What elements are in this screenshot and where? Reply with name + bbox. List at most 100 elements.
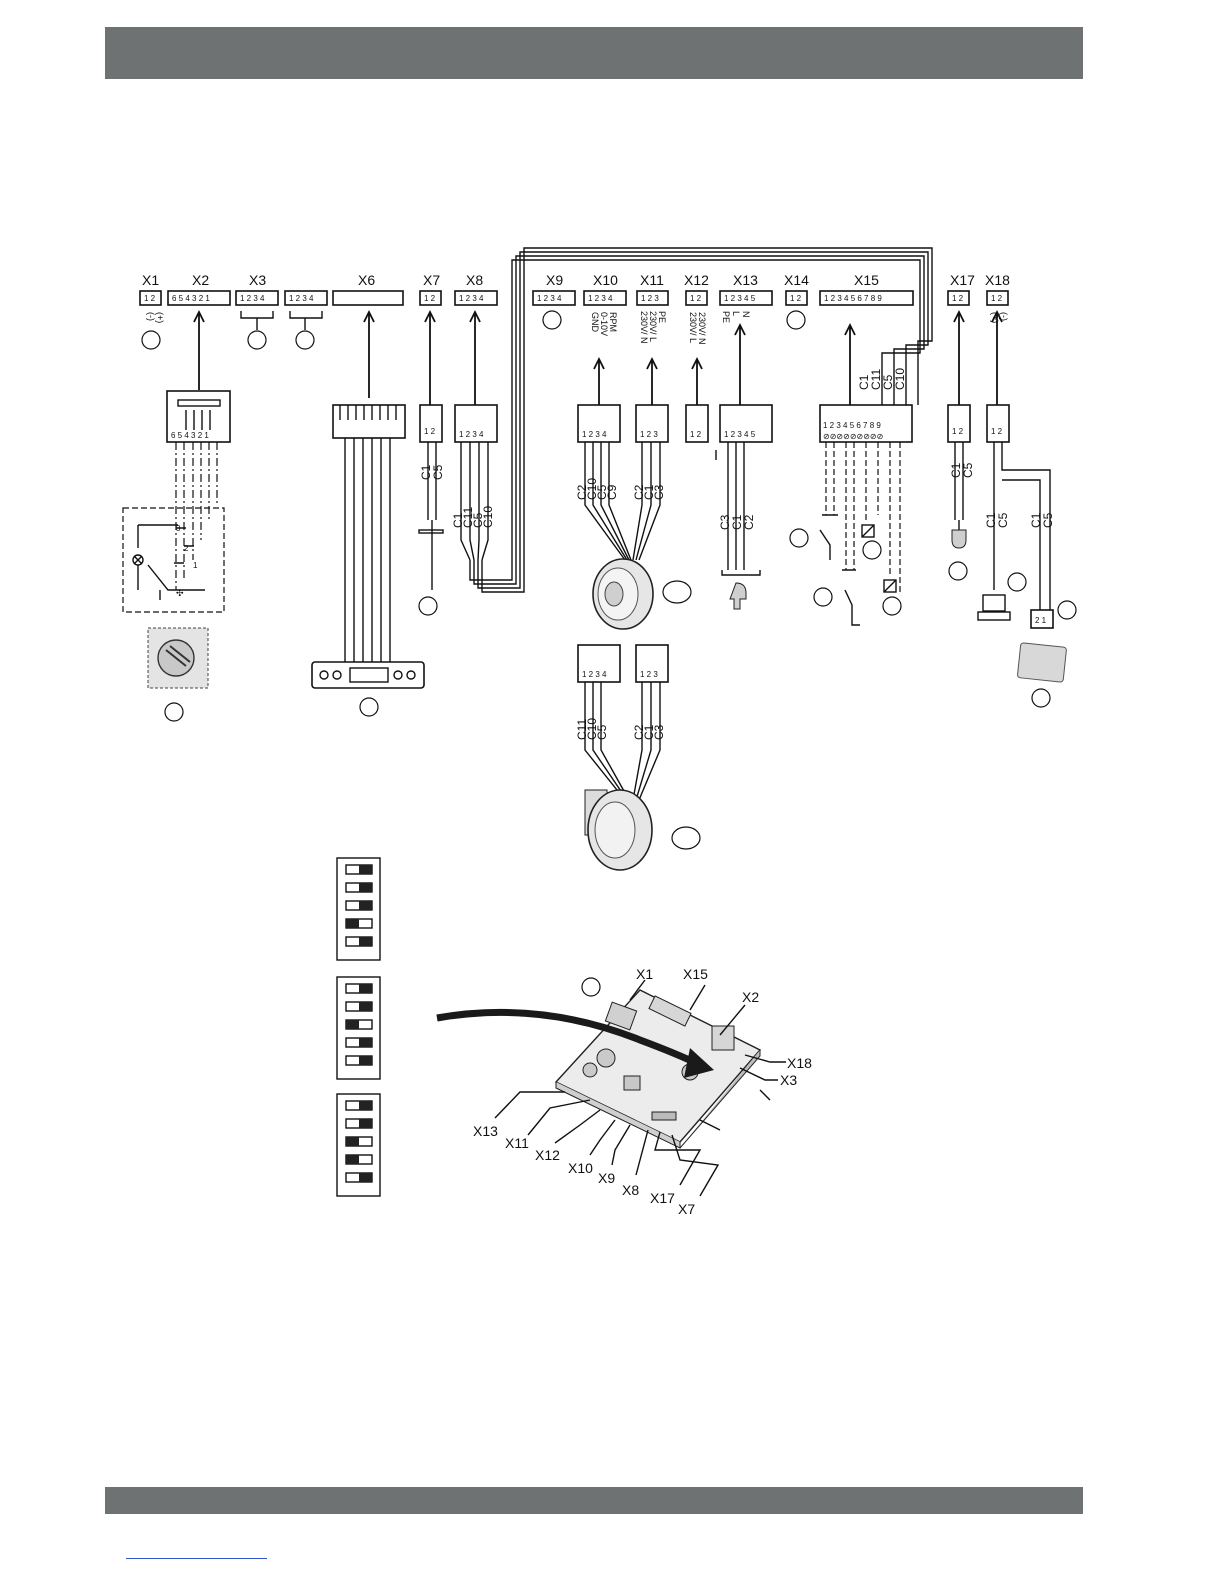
signal-230v-n: 230V/ N bbox=[639, 311, 649, 344]
svg-text:2: 2 bbox=[184, 544, 189, 553]
connector-pins: 1 2 bbox=[952, 294, 964, 303]
connector-pins: 1 2 3 4 bbox=[240, 294, 265, 303]
connector-label: X12 bbox=[684, 272, 709, 288]
dip-switch-group-2 bbox=[336, 976, 381, 1080]
connector-pins: 1 2 3 4 bbox=[459, 294, 484, 303]
cable-c1: C1 bbox=[984, 512, 998, 528]
cable-c11: C11 bbox=[461, 507, 475, 528]
connector-label: X18 bbox=[985, 272, 1010, 288]
cable-c1: C1 bbox=[451, 512, 465, 528]
fan-1: 1 2 3 4 1 2 3 C2 C10 C5 C9 C2 C1 C3 bbox=[575, 404, 669, 630]
signal-0-10v: 0-10V bbox=[599, 312, 609, 336]
connector-label: X10 bbox=[593, 272, 618, 288]
cable-c3: C3 bbox=[652, 484, 666, 500]
cable-loop-x8-x15: C1 C11 C5 C10 bbox=[469, 247, 933, 593]
cable-c2: C2 bbox=[632, 724, 646, 740]
x8-plug: 1 2 3 4 C1 C11 C5 C10 bbox=[451, 404, 498, 561]
connector-x1: X1 1 2 (-) (+) bbox=[139, 272, 165, 323]
connector-x17: X17 1 2 bbox=[947, 272, 975, 306]
cable-c10: C10 bbox=[481, 506, 495, 528]
svg-text:1 2: 1 2 bbox=[690, 430, 702, 439]
cable-c5: C5 bbox=[595, 484, 609, 500]
cable-c1: C1 bbox=[1029, 512, 1043, 528]
signal-gnd: GND bbox=[590, 312, 600, 333]
cable-c11: C11 bbox=[575, 719, 589, 740]
x7-sensor: 1 2 C1 C5 bbox=[418, 404, 445, 590]
connection-arrows bbox=[193, 309, 1003, 405]
connector-x10: X10 1 2 3 4 GND 0-10V RPM bbox=[583, 272, 627, 336]
svg-text:1 2 3 4: 1 2 3 4 bbox=[459, 430, 484, 439]
cable-c1: C1 bbox=[419, 464, 433, 480]
cable-c1: C1 bbox=[949, 462, 963, 478]
connector-label: X17 bbox=[950, 272, 975, 288]
signal-230v-l: 230V/ L bbox=[648, 311, 658, 342]
signal-x1-minus: (-) bbox=[146, 312, 156, 321]
connector-pins: 1 2 3 4 5 bbox=[724, 294, 756, 303]
board-label-x8: X8 bbox=[622, 1182, 639, 1198]
board-label-x17: X17 bbox=[650, 1190, 675, 1206]
cable-c11: C11 bbox=[869, 369, 883, 390]
cable-c2: C2 bbox=[632, 484, 646, 500]
cable-c5: C5 bbox=[595, 724, 609, 740]
cable-c5: C5 bbox=[431, 464, 445, 480]
signal-230v-l: 230V/ L bbox=[688, 312, 698, 343]
connector-x6: X6 bbox=[332, 272, 404, 306]
connector-x15: X15 1 2 3 4 5 6 7 8 9 bbox=[819, 272, 914, 306]
cable-c5: C5 bbox=[1041, 512, 1055, 528]
connector-label: X3 bbox=[249, 272, 266, 288]
svg-text:1 2 3: 1 2 3 bbox=[640, 670, 658, 679]
signal-x1-plus: (+) bbox=[155, 312, 165, 323]
svg-text:1 2: 1 2 bbox=[424, 427, 436, 436]
signal-minus: (-) bbox=[999, 312, 1009, 321]
svg-text:1 2: 1 2 bbox=[952, 427, 964, 436]
connector-x3b: 1 2 3 4 bbox=[284, 290, 328, 330]
connector-label: X9 bbox=[546, 272, 563, 288]
svg-text:1 2 3 4 5 6 7 8 9: 1 2 3 4 5 6 7 8 9 bbox=[823, 421, 881, 430]
dip-switch-group-1 bbox=[336, 857, 381, 961]
signal-rpm: RPM bbox=[608, 312, 618, 332]
connector-x13: X13 1 2 3 4 5 PE L N bbox=[719, 272, 773, 323]
x17-device: 1 2 C1 C5 bbox=[947, 404, 975, 549]
board-label-x9: X9 bbox=[598, 1170, 615, 1186]
svg-text:3: 3 bbox=[176, 524, 181, 533]
reference-circles bbox=[141, 310, 1077, 997]
board-label-x11: X11 bbox=[505, 1135, 529, 1151]
svg-text:⊘⊘⊘⊘⊘⊘⊘⊘⊘: ⊘⊘⊘⊘⊘⊘⊘⊘⊘ bbox=[823, 432, 883, 441]
connector-x12: X12 1 2 230V/ L 230V/ N bbox=[684, 272, 709, 345]
connector-pins: 1 2 bbox=[144, 294, 156, 303]
cable-c1: C1 bbox=[857, 374, 871, 390]
cable-c1: C1 bbox=[642, 724, 656, 740]
connector-label: X8 bbox=[466, 272, 483, 288]
connector-label: X11 bbox=[640, 272, 664, 288]
svg-text:1 2: 1 2 bbox=[991, 427, 1003, 436]
board-label-x13: X13 bbox=[473, 1123, 498, 1139]
svg-text:1: 1 bbox=[193, 561, 198, 570]
connector-pins: 1 2 bbox=[991, 294, 1003, 303]
connector-x9: X9 1 2 3 4 bbox=[532, 272, 576, 306]
cable-c5: C5 bbox=[996, 512, 1010, 528]
dip-switch-group-3 bbox=[336, 1093, 381, 1197]
footer-link-underline bbox=[126, 1558, 267, 1559]
svg-text:✣: ✣ bbox=[176, 588, 184, 598]
header-bar bbox=[105, 27, 1083, 79]
cable-c2: C2 bbox=[575, 484, 589, 500]
cable-c3: C3 bbox=[718, 514, 732, 530]
board-label-x15: X15 bbox=[683, 966, 708, 982]
board-label-x18: X18 bbox=[787, 1055, 812, 1071]
cable-c5: C5 bbox=[961, 462, 975, 478]
fan-2: 1 2 3 4 1 2 3 C11 C10 C5 C2 C1 C3 bbox=[575, 644, 669, 871]
board-label-x3: X3 bbox=[780, 1072, 797, 1088]
connector-label: X1 bbox=[142, 272, 159, 288]
cable-c10: C10 bbox=[585, 718, 599, 740]
svg-text:1 2 3: 1 2 3 bbox=[640, 430, 658, 439]
signal-pe: PE bbox=[721, 311, 731, 323]
connector-label: X6 bbox=[358, 272, 375, 288]
board-label-x1: X1 bbox=[636, 966, 653, 982]
board-label-x7: X7 bbox=[678, 1201, 695, 1217]
cable-c3: C3 bbox=[652, 724, 666, 740]
x18-devices: 1 2 C1 C5 C1 C5 2 1 bbox=[977, 404, 1067, 683]
signal-pe: PE bbox=[657, 311, 667, 323]
cable-c1: C1 bbox=[642, 484, 656, 500]
svg-text:1 2 3 4: 1 2 3 4 bbox=[582, 670, 607, 679]
